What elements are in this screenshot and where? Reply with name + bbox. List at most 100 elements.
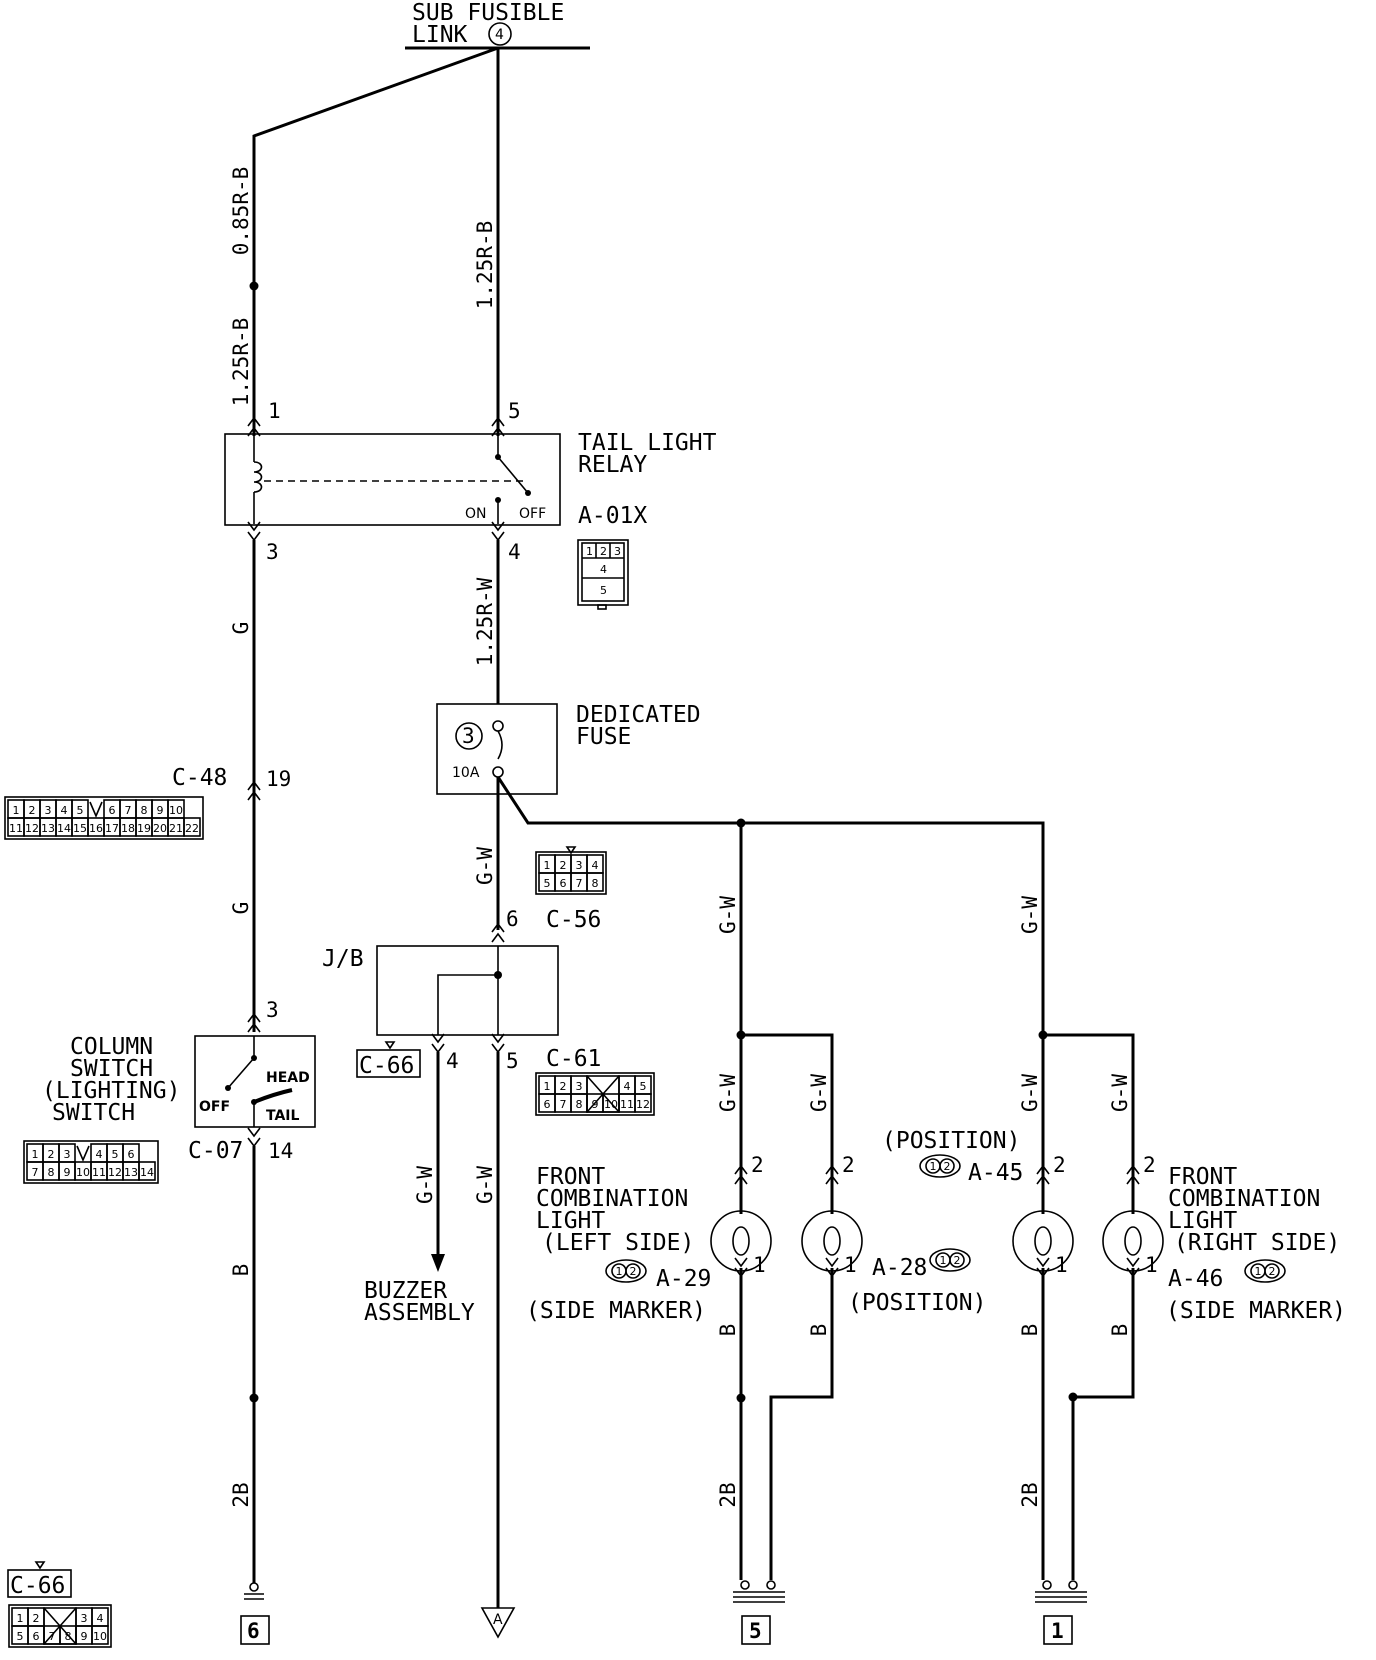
connector-cavity: 10 xyxy=(76,1166,90,1179)
fuse-rating: 10A xyxy=(452,765,480,781)
relay-connector-id: A-01X xyxy=(578,503,647,529)
bulb-pin-2: 2 xyxy=(1053,1153,1066,1177)
svg-text:G-W: G-W xyxy=(473,847,497,885)
a45-label: A-45 xyxy=(968,1160,1023,1186)
bulb-pin-1: 1 xyxy=(1055,1253,1068,1277)
right-light-title-1: FRONT xyxy=(1168,1164,1237,1190)
connector-cavity: 3 xyxy=(64,1148,71,1161)
svg-text:B: B xyxy=(229,1264,253,1277)
svg-text:G-W: G-W xyxy=(807,1074,831,1112)
connector-cavity: 13 xyxy=(41,822,55,835)
wire-gw-branch xyxy=(496,776,1045,1214)
relay-off: OFF xyxy=(519,506,546,522)
connector-cavity: 1 xyxy=(32,1148,39,1161)
connector-cavity: 3 xyxy=(81,1612,88,1625)
relay-pin-1: 1 xyxy=(268,399,281,423)
connector-cavity: 4 xyxy=(592,859,599,872)
connector-cavity: 1 xyxy=(17,1612,24,1625)
svg-text:1: 1 xyxy=(940,1254,947,1267)
connector-cavity: 4 xyxy=(97,1612,104,1625)
column-switch-title-4: SWITCH xyxy=(52,1100,135,1126)
column-switch-title-2: SWITCH xyxy=(70,1056,153,1082)
connector-cavity: 7 xyxy=(125,804,132,817)
svg-text:1: 1 xyxy=(586,545,593,558)
svg-text:2: 2 xyxy=(630,1265,637,1278)
connector-cavity: 2 xyxy=(560,859,567,872)
connector-cavity: 2 xyxy=(29,804,36,817)
fuse-title-2: FUSE xyxy=(576,724,631,750)
link-number-circle xyxy=(488,22,512,46)
ground-6-id: 6 xyxy=(247,1619,260,1643)
svg-text:2: 2 xyxy=(954,1254,961,1267)
connector-cavity: 7 xyxy=(576,877,583,890)
connector-cavity: 22 xyxy=(185,822,199,835)
connector-cavity: 9 xyxy=(64,1166,71,1179)
svg-text:G-W: G-W xyxy=(1018,896,1042,934)
connector-cavity: 8 xyxy=(141,804,148,817)
ground-5: 5 xyxy=(733,1580,785,1645)
c48-label: C-48 xyxy=(172,765,227,791)
connector-cavity: 10 xyxy=(604,1098,618,1111)
wire-label-125rw: 1.25R-W xyxy=(473,577,497,666)
right-light-title-3: LIGHT xyxy=(1168,1208,1237,1234)
connector-cavity: 5 xyxy=(17,1630,24,1643)
bulb-a28-position-left: 21 xyxy=(801,1153,863,1278)
connector-cavity: 5 xyxy=(77,804,84,817)
connector-cavity: 17 xyxy=(105,822,119,835)
connector-cavity: 3 xyxy=(576,859,583,872)
c61-pin: 5 xyxy=(506,1049,519,1073)
c48-pin: 19 xyxy=(266,767,291,791)
svg-text:3: 3 xyxy=(614,545,621,558)
wire-label-125rb-left: 1.25R-B xyxy=(229,318,253,407)
a28-label: A-28 xyxy=(872,1255,927,1281)
bulb-pin-2: 2 xyxy=(1143,1153,1156,1177)
connector-cavity: 1 xyxy=(544,1080,551,1093)
svg-text:B: B xyxy=(1018,1324,1042,1337)
connector-cavity: 21 xyxy=(169,822,183,835)
connector-cavity: 2 xyxy=(560,1080,567,1093)
connector-cavity: 11 xyxy=(92,1166,106,1179)
connector-cavity: 10 xyxy=(169,804,183,817)
a29-desc: (SIDE MARKER) xyxy=(526,1298,706,1324)
connector-cavity: 12 xyxy=(108,1166,122,1179)
c07-label: C-07 xyxy=(188,1138,243,1164)
connector-cavity: 9 xyxy=(157,804,164,817)
svg-text:2: 2 xyxy=(600,545,607,558)
relay-contact xyxy=(497,456,529,494)
right-light-title-4: (RIGHT SIDE) xyxy=(1174,1230,1340,1256)
switch-tail: TAIL xyxy=(266,1108,300,1124)
connector-cavity: 6 xyxy=(33,1630,40,1643)
switch-head: HEAD xyxy=(266,1070,310,1086)
left-light-title-4: (LEFT SIDE) xyxy=(542,1230,694,1256)
connector-cavity: 8 xyxy=(65,1630,72,1643)
connector-cavity: 5 xyxy=(640,1080,647,1093)
bulb-a45-position-right: 21 xyxy=(1012,1153,1074,1278)
bulb-pin-2: 2 xyxy=(751,1153,764,1177)
buzzer-arrow xyxy=(431,1254,445,1272)
bulb-pin-1: 1 xyxy=(1145,1253,1158,1277)
connector-cavity: 16 xyxy=(89,822,103,835)
buzzer-title-1: BUZZER xyxy=(364,1278,447,1304)
left-light-title-3: LIGHT xyxy=(536,1208,605,1234)
connector-cavity: 4 xyxy=(624,1080,631,1093)
a46-desc: (SIDE MARKER) xyxy=(1166,1298,1346,1324)
connector-cavity: 11 xyxy=(9,822,23,835)
connector-cavity: 4 xyxy=(96,1148,103,1161)
wire-label-g-2: G xyxy=(229,902,253,915)
connector-cavity: 10 xyxy=(93,1630,107,1643)
connector-cavity: 14 xyxy=(57,822,71,835)
left-light-title-2: COMBINATION xyxy=(536,1186,688,1212)
wire-label-085rb: 0.85R-B xyxy=(229,167,253,256)
connector-cavity: 7 xyxy=(49,1630,56,1643)
fuse-title-1: DEDICATED xyxy=(576,702,701,728)
switch-off: OFF xyxy=(199,1099,230,1115)
c56-label: C-56 xyxy=(546,907,601,933)
bulb-pin-1: 1 xyxy=(844,1253,857,1277)
